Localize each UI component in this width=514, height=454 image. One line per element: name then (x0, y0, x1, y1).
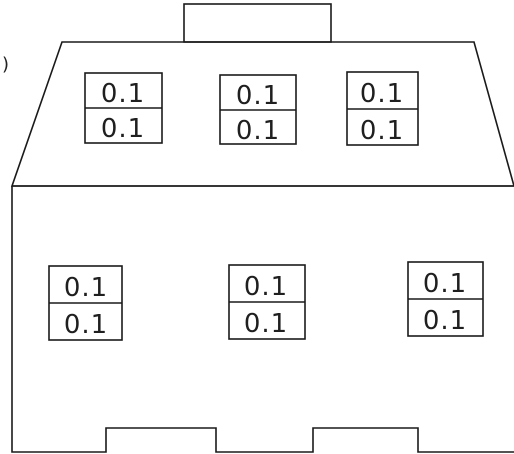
window-roof-middle: 0.1 0.1 (220, 75, 296, 146)
window-top-value: 0.1 (236, 81, 280, 111)
window-wall-middle: 0.1 0.1 (229, 265, 305, 339)
roof (12, 42, 514, 186)
window-wall-right: 0.1 0.1 (408, 262, 483, 336)
window-bottom-value: 0.1 (423, 306, 467, 336)
window-roof-right: 0.1 0.1 (347, 72, 418, 146)
window-bottom-value: 0.1 (360, 116, 404, 146)
window-bottom-value: 0.1 (244, 309, 288, 339)
window-bottom-value: 0.1 (236, 116, 280, 146)
window-top-value: 0.1 (64, 273, 108, 303)
window-roof-left: 0.1 0.1 (85, 73, 162, 144)
chimney (184, 4, 331, 42)
window-top-value: 0.1 (101, 79, 145, 109)
window-top-value: 0.1 (423, 269, 467, 299)
window-top-value: 0.1 (244, 272, 288, 302)
window-wall-left: 0.1 0.1 (49, 266, 122, 340)
window-bottom-value: 0.1 (64, 310, 108, 340)
window-top-value: 0.1 (360, 79, 404, 109)
window-bottom-value: 0.1 (101, 114, 145, 144)
